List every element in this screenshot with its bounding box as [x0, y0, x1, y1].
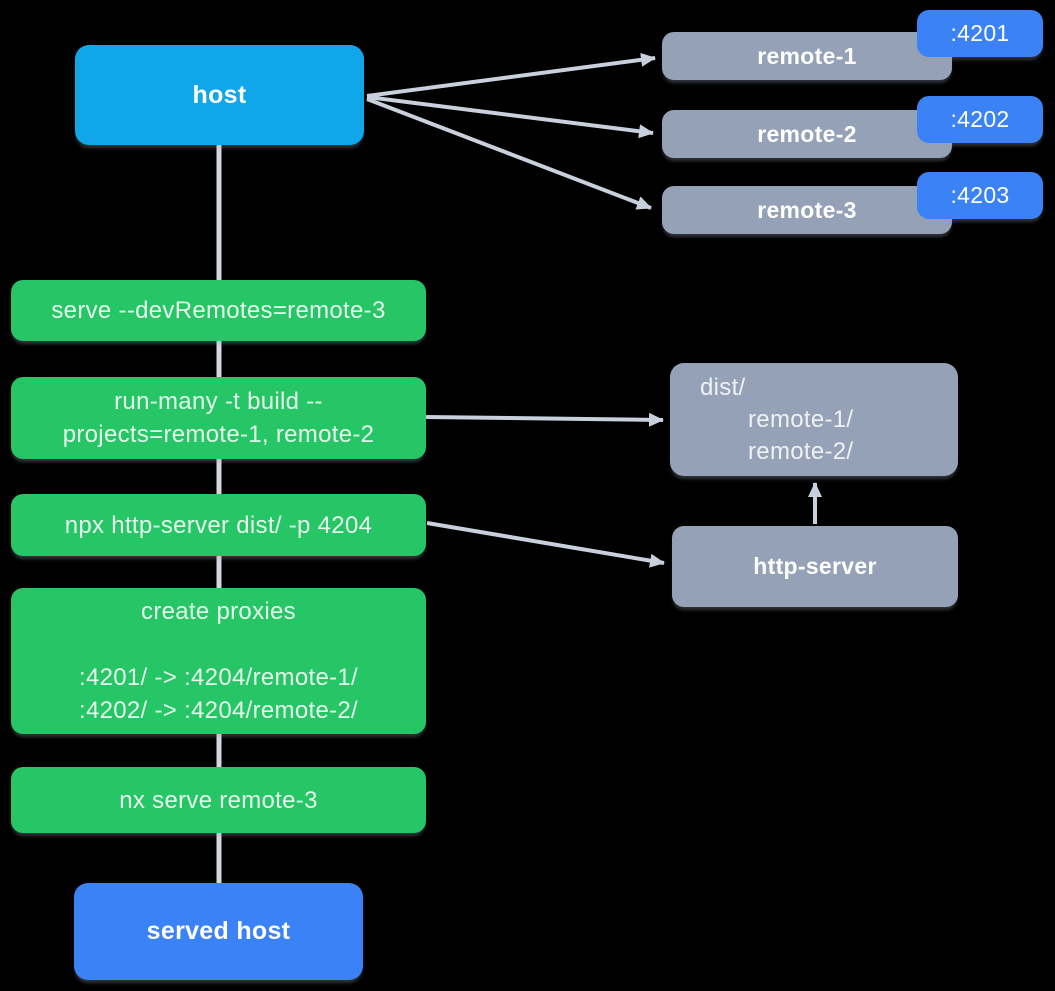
node-served-host-label: served host — [146, 917, 291, 945]
node-host: host — [75, 45, 364, 145]
cmd-nx-serve-remote-3: nx serve remote-3 — [11, 767, 426, 833]
node-remote-2: remote-2 — [662, 110, 952, 158]
node-host-label: host — [192, 80, 247, 109]
edge-host-remote-1 — [366, 52, 656, 98]
node-remote-1-label: remote-1 — [757, 42, 857, 69]
port-badge-4201: :4201 — [917, 10, 1043, 57]
cmd-create-proxies: create proxies :4201/ -> :4204/remote-1/… — [11, 588, 426, 734]
dist-folder-root: dist/ — [700, 373, 746, 401]
node-remote-3-label: remote-3 — [757, 196, 857, 223]
edge-host-remote-3 — [366, 97, 652, 210]
cmd-create-proxies-rule-2: :4202/ -> :4204/remote-2/ — [79, 697, 358, 724]
edge-build-dist — [425, 412, 664, 427]
edge-serve-http-server — [426, 521, 665, 568]
cmd-run-many-build-line-2: projects=remote-1, remote-2 — [62, 421, 375, 448]
port-badge-4202: :4202 — [917, 96, 1043, 143]
cmd-create-proxies-rule-1: :4201/ -> :4204/remote-1/ — [79, 664, 358, 691]
cmd-npx-http-server: npx http-server dist/ -p 4204 — [11, 494, 426, 556]
cmd-serve-dev-remotes-text: serve --devRemotes=remote-3 — [51, 297, 386, 324]
cmd-serve-dev-remotes: serve --devRemotes=remote-3 — [11, 280, 426, 341]
dist-folder-remote-1: remote-1/ — [748, 405, 854, 433]
port-badge-4202-label: :4202 — [950, 106, 1010, 132]
node-http-server-label: http-server — [753, 553, 877, 579]
edge-host-remote-2 — [366, 95, 654, 139]
port-badge-4201-label: :4201 — [950, 20, 1010, 46]
port-badge-4203-label: :4203 — [950, 182, 1010, 208]
node-http-server: http-server — [672, 526, 958, 607]
cmd-run-many-build: run-many -t build -- projects=remote-1, … — [11, 377, 426, 459]
cmd-npx-http-server-text: npx http-server dist/ -p 4204 — [64, 511, 373, 539]
node-remote-3: remote-3 — [662, 186, 952, 234]
dist-folder-remote-2: remote-2/ — [748, 437, 854, 465]
node-remote-1: remote-1 — [662, 32, 952, 80]
node-remote-2-label: remote-2 — [757, 120, 857, 147]
cmd-nx-serve-remote-3-text: nx serve remote-3 — [119, 786, 318, 814]
cmd-create-proxies-title: create proxies — [141, 598, 296, 625]
node-dist-folder: dist/ remote-1/ remote-2/ — [670, 363, 958, 476]
cmd-run-many-build-line-1: run-many -t build -- — [114, 388, 323, 415]
node-served-host: served host — [74, 883, 363, 980]
port-badge-4203: :4203 — [917, 172, 1043, 219]
